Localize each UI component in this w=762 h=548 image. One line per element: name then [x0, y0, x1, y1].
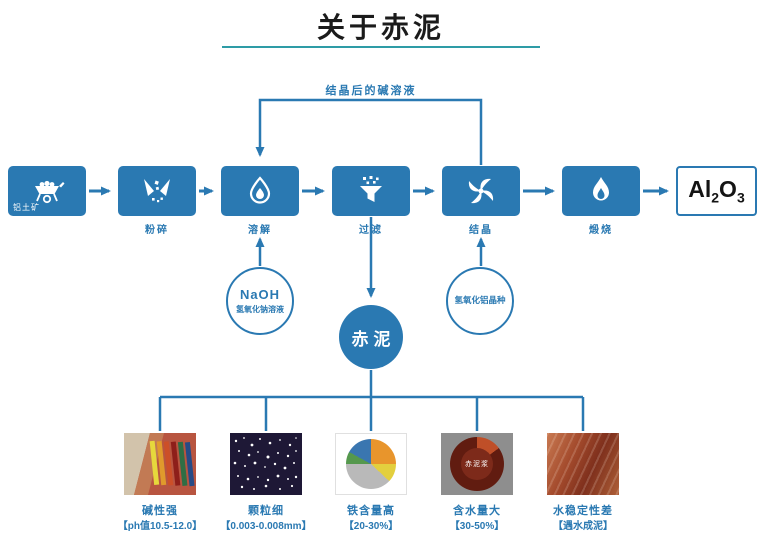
- fine-particles-image: [230, 433, 302, 495]
- naoh-formula: NaOH: [239, 287, 281, 302]
- product-box-al2o3: Al2O3: [676, 166, 757, 216]
- water-donut-chart: 赤泥浆: [450, 437, 504, 491]
- prop-value-water: 【30-50%】: [449, 521, 505, 532]
- ph-strips-image: [124, 433, 196, 495]
- flame-icon: [593, 177, 609, 201]
- iron-pie-chart-image: [335, 433, 407, 495]
- al2o3-formula: Al2O3: [688, 176, 744, 206]
- prop-name-iron: 铁含量高: [347, 505, 395, 517]
- ph-strips-graphic: [124, 433, 196, 495]
- step-box-filter: [332, 166, 410, 216]
- redmud-circle: 赤泥: [339, 305, 403, 369]
- prop-value-alkalinity: 【ph值10.5-12.0】: [117, 521, 203, 532]
- seed-name: 氢氧化铝晶种: [454, 295, 506, 306]
- particles-graphic: [230, 433, 302, 495]
- recycle-label: 结晶后的碱溶液: [325, 85, 417, 97]
- wheelbarrow-icon: [35, 180, 65, 204]
- formula-part: O: [719, 176, 737, 203]
- funnel-icon: [360, 176, 382, 202]
- step-box-calcine: [562, 166, 640, 216]
- prop-value-stability: 【遇水成泥】: [553, 521, 613, 532]
- title-underline: [222, 46, 540, 48]
- redmud-label: 赤泥: [351, 329, 396, 349]
- step-label-calcine: 煅烧: [589, 225, 613, 236]
- step-box-dissolve: [221, 166, 299, 216]
- swirl-icon: [468, 178, 494, 204]
- naoh-input-circle: NaOH 氢氧化钠溶液: [226, 267, 294, 335]
- step-box-crystallize: [442, 166, 520, 216]
- iron-pie-chart: [346, 439, 396, 489]
- page-title: 关于赤泥: [316, 12, 445, 43]
- prop-name-alkalinity: 碱性强: [142, 505, 178, 517]
- red-soil-image: [547, 433, 619, 495]
- step-label-crush: 粉碎: [145, 225, 169, 236]
- step-label-filter: 过滤: [359, 225, 383, 236]
- step-box-crush: [118, 166, 196, 216]
- formula-part: Al: [688, 176, 712, 203]
- water-donut-chart-image: 赤泥浆: [441, 433, 513, 495]
- step-label-crystallize: 结晶: [469, 225, 493, 236]
- prop-name-particle: 颗粒细: [248, 505, 284, 517]
- step-box-bauxite: 铝土矿: [8, 166, 86, 216]
- donut-center-label: 赤泥浆: [461, 448, 493, 480]
- prop-value-iron: 【20-30%】: [343, 521, 399, 532]
- step-label-dissolve: 溶解: [248, 225, 272, 236]
- formula-sub: 2: [711, 189, 720, 206]
- prop-name-water: 含水量大: [453, 505, 501, 517]
- droplet-icon: [249, 176, 271, 204]
- seed-input-circle: 氢氧化铝晶种: [446, 267, 514, 335]
- step-label-bauxite: 铝土矿: [13, 203, 40, 212]
- prop-name-stability: 水稳定性差: [553, 505, 613, 517]
- formula-sub: 3: [736, 189, 745, 206]
- prop-value-particle: 【0.003-0.008mm】: [220, 521, 312, 532]
- crusher-icon: [144, 179, 170, 203]
- naoh-name: 氢氧化钠溶液: [236, 305, 284, 314]
